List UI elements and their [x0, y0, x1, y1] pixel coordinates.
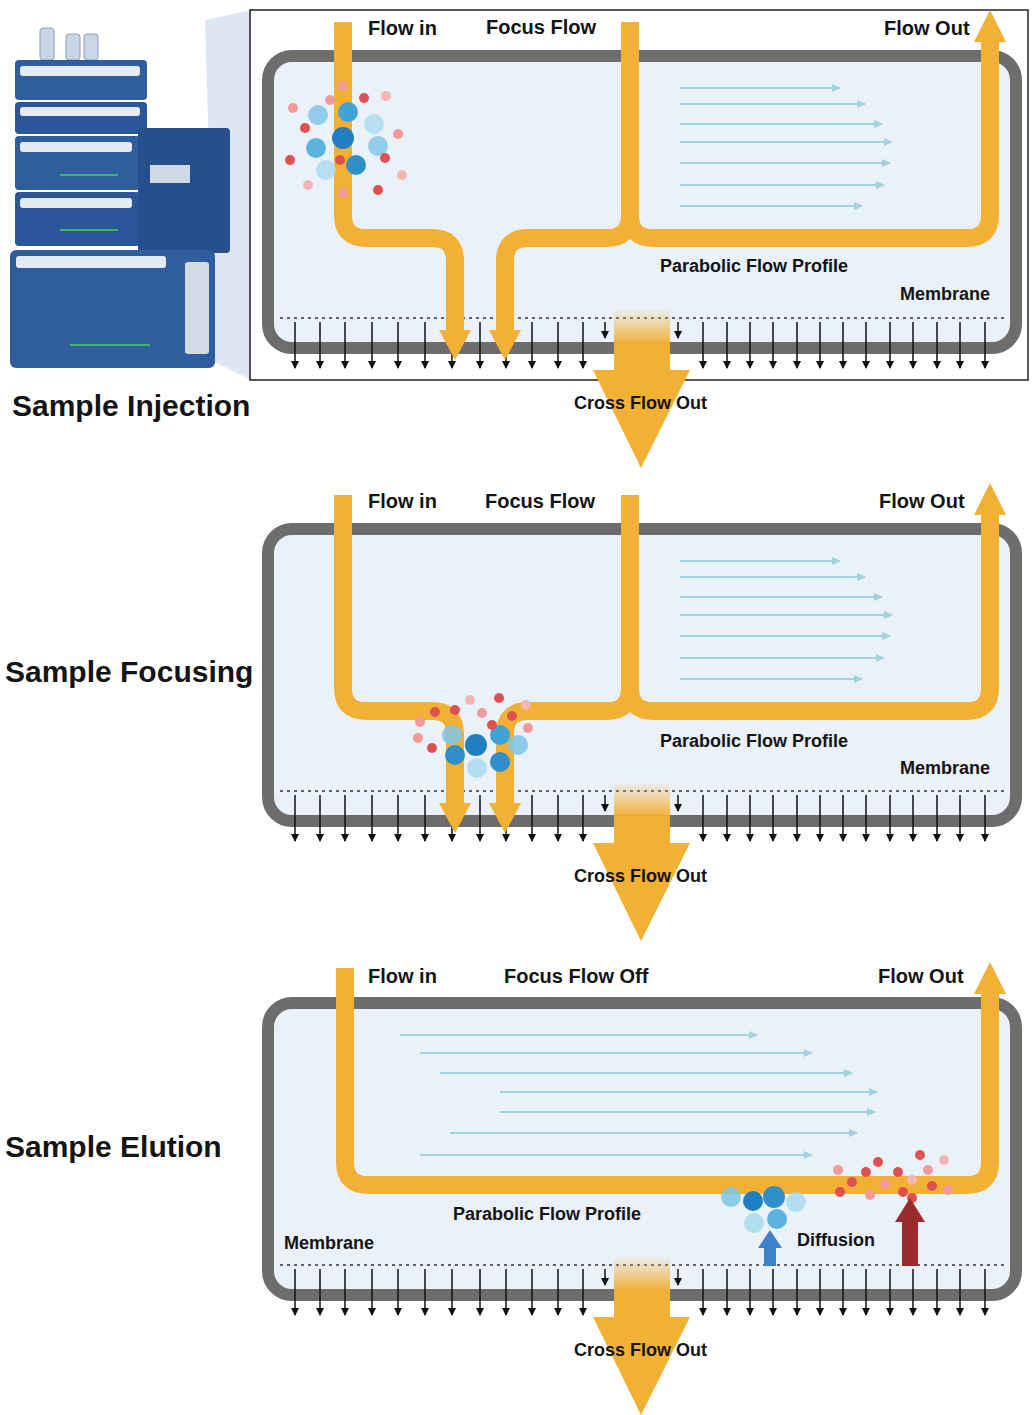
channel-label: Membrane	[900, 284, 990, 305]
flow-label: Focus Flow	[486, 16, 596, 39]
channel-label: Parabolic Flow Profile	[453, 1204, 641, 1225]
flow-label: Flow Out	[884, 17, 970, 40]
flow-channel: Parabolic Flow ProfileMembrane	[262, 523, 1022, 827]
channel-label: Membrane	[900, 758, 990, 779]
flow-label: Flow in	[368, 490, 437, 513]
step-title: Sample Focusing	[5, 655, 253, 690]
flow-label: Focus Flow	[485, 490, 595, 513]
flow-label: Cross Flow Out	[574, 866, 707, 887]
channel-label: Diffusion	[797, 1230, 875, 1251]
step-title: Sample Elution	[5, 1130, 222, 1165]
flow-label: Flow Out	[879, 490, 965, 513]
flow-label: Flow Out	[878, 965, 964, 988]
flow-label: Cross Flow Out	[574, 393, 707, 414]
channel-label: Membrane	[284, 1233, 374, 1254]
channel-label: Parabolic Flow Profile	[660, 731, 848, 752]
flow-label: Focus Flow Off	[504, 965, 648, 988]
channel-label: Parabolic Flow Profile	[660, 256, 848, 277]
flow-channel: Parabolic Flow ProfileMembrane	[262, 50, 1022, 354]
flow-label: Flow in	[368, 965, 437, 988]
flow-channel: Parabolic Flow ProfileMembrane Diffusion	[262, 997, 1022, 1301]
flow-label: Flow in	[368, 17, 437, 40]
flow-label: Cross Flow Out	[574, 1340, 707, 1361]
step-title: Sample Injection	[12, 389, 250, 424]
instrument-picture	[10, 28, 230, 368]
